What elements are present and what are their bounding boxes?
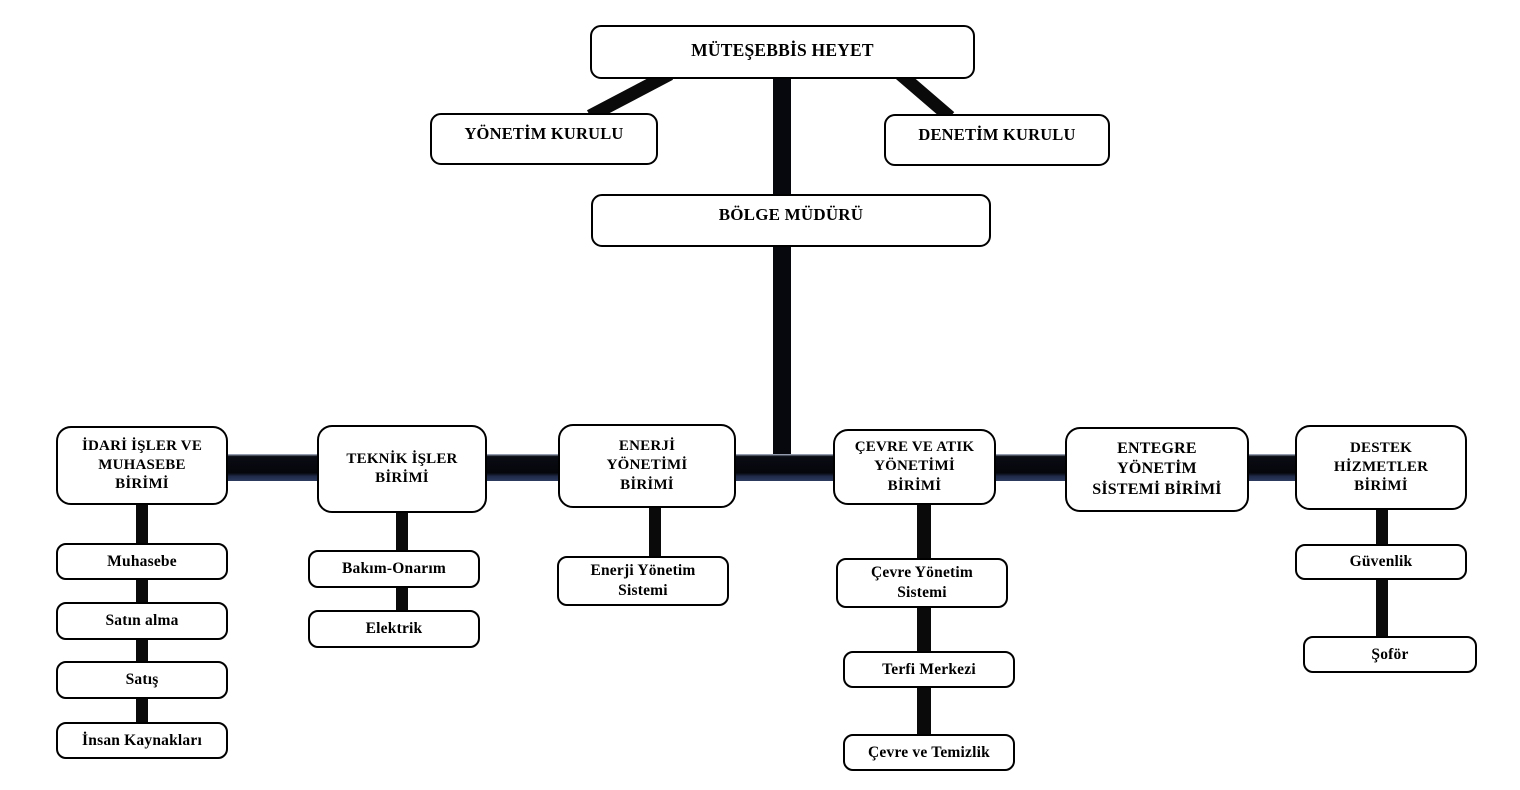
connector-stub-destek-1 — [1376, 507, 1388, 547]
connector-stub-idari-1 — [136, 502, 148, 547]
node-sub-sofor: Şoför — [1303, 636, 1477, 673]
connector-stub-idari-4 — [136, 696, 148, 725]
node-unit-cevre-atik-yonetimi: ÇEVRE VE ATIK YÖNETİMİ BİRİMİ — [833, 429, 996, 505]
connector-stub-idari-3 — [136, 637, 148, 664]
connector-stub-teknik-1 — [396, 510, 408, 553]
connector-stub-cevre-3 — [917, 685, 931, 737]
connector-diagonal-right — [895, 69, 955, 122]
node-sub-satis: Satış — [56, 661, 228, 699]
node-sub-satin-alma: Satın alma — [56, 602, 228, 640]
node-bolge-muduru: BÖLGE MÜDÜRÜ — [591, 194, 991, 247]
node-unit-entegre-yonetim-sistemi: ENTEGRE YÖNETİM SİSTEMİ BİRİMİ — [1065, 427, 1249, 512]
node-unit-destek-hizmetler: DESTEK HİZMETLER BİRİMİ — [1295, 425, 1467, 510]
node-sub-guvenlik: Güvenlik — [1295, 544, 1467, 580]
node-unit-teknik-isler: TEKNİK İŞLER BİRİMİ — [317, 425, 487, 513]
node-unit-enerji-yonetimi: ENERJİ YÖNETİMİ BİRİMİ — [558, 424, 736, 508]
node-denetim-kurulu: DENETİM KURULU — [884, 114, 1110, 166]
node-sub-cevre-ve-temizlik: Çevre ve Temizlik — [843, 734, 1015, 771]
node-yonetim-kurulu: YÖNETİM KURULU — [430, 113, 658, 165]
connector-trunk-top — [773, 76, 791, 198]
connector-trunk-main — [773, 244, 791, 469]
connector-stub-enerji-1 — [649, 505, 661, 559]
node-sub-elektrik: Elektrik — [308, 610, 480, 648]
connector-stub-idari-2 — [136, 577, 148, 605]
connector-diagonal-left — [586, 68, 674, 122]
node-sub-muhasebe: Muhasebe — [56, 543, 228, 580]
connector-stub-destek-2 — [1376, 577, 1388, 639]
node-mutesebbis-heyet: MÜTEŞEBBİS HEYET — [590, 25, 975, 79]
connector-stub-cevre-2 — [917, 605, 931, 654]
node-sub-terfi-merkezi: Terfi Merkezi — [843, 651, 1015, 688]
node-unit-idari-isler: İDARİ İŞLER VE MUHASEBE BİRİMİ — [56, 426, 228, 505]
node-sub-cevre-yonetim-sistemi: Çevre Yönetim Sistemi — [836, 558, 1008, 608]
node-sub-bakim-onarim: Bakım-Onarım — [308, 550, 480, 588]
node-sub-insan-kaynaklari: İnsan Kaynakları — [56, 722, 228, 759]
connector-stub-cevre-1 — [917, 502, 931, 561]
connector-stub-teknik-2 — [396, 585, 408, 613]
node-sub-enerji-yonetim-sistemi: Enerji Yönetim Sistemi — [557, 556, 729, 606]
